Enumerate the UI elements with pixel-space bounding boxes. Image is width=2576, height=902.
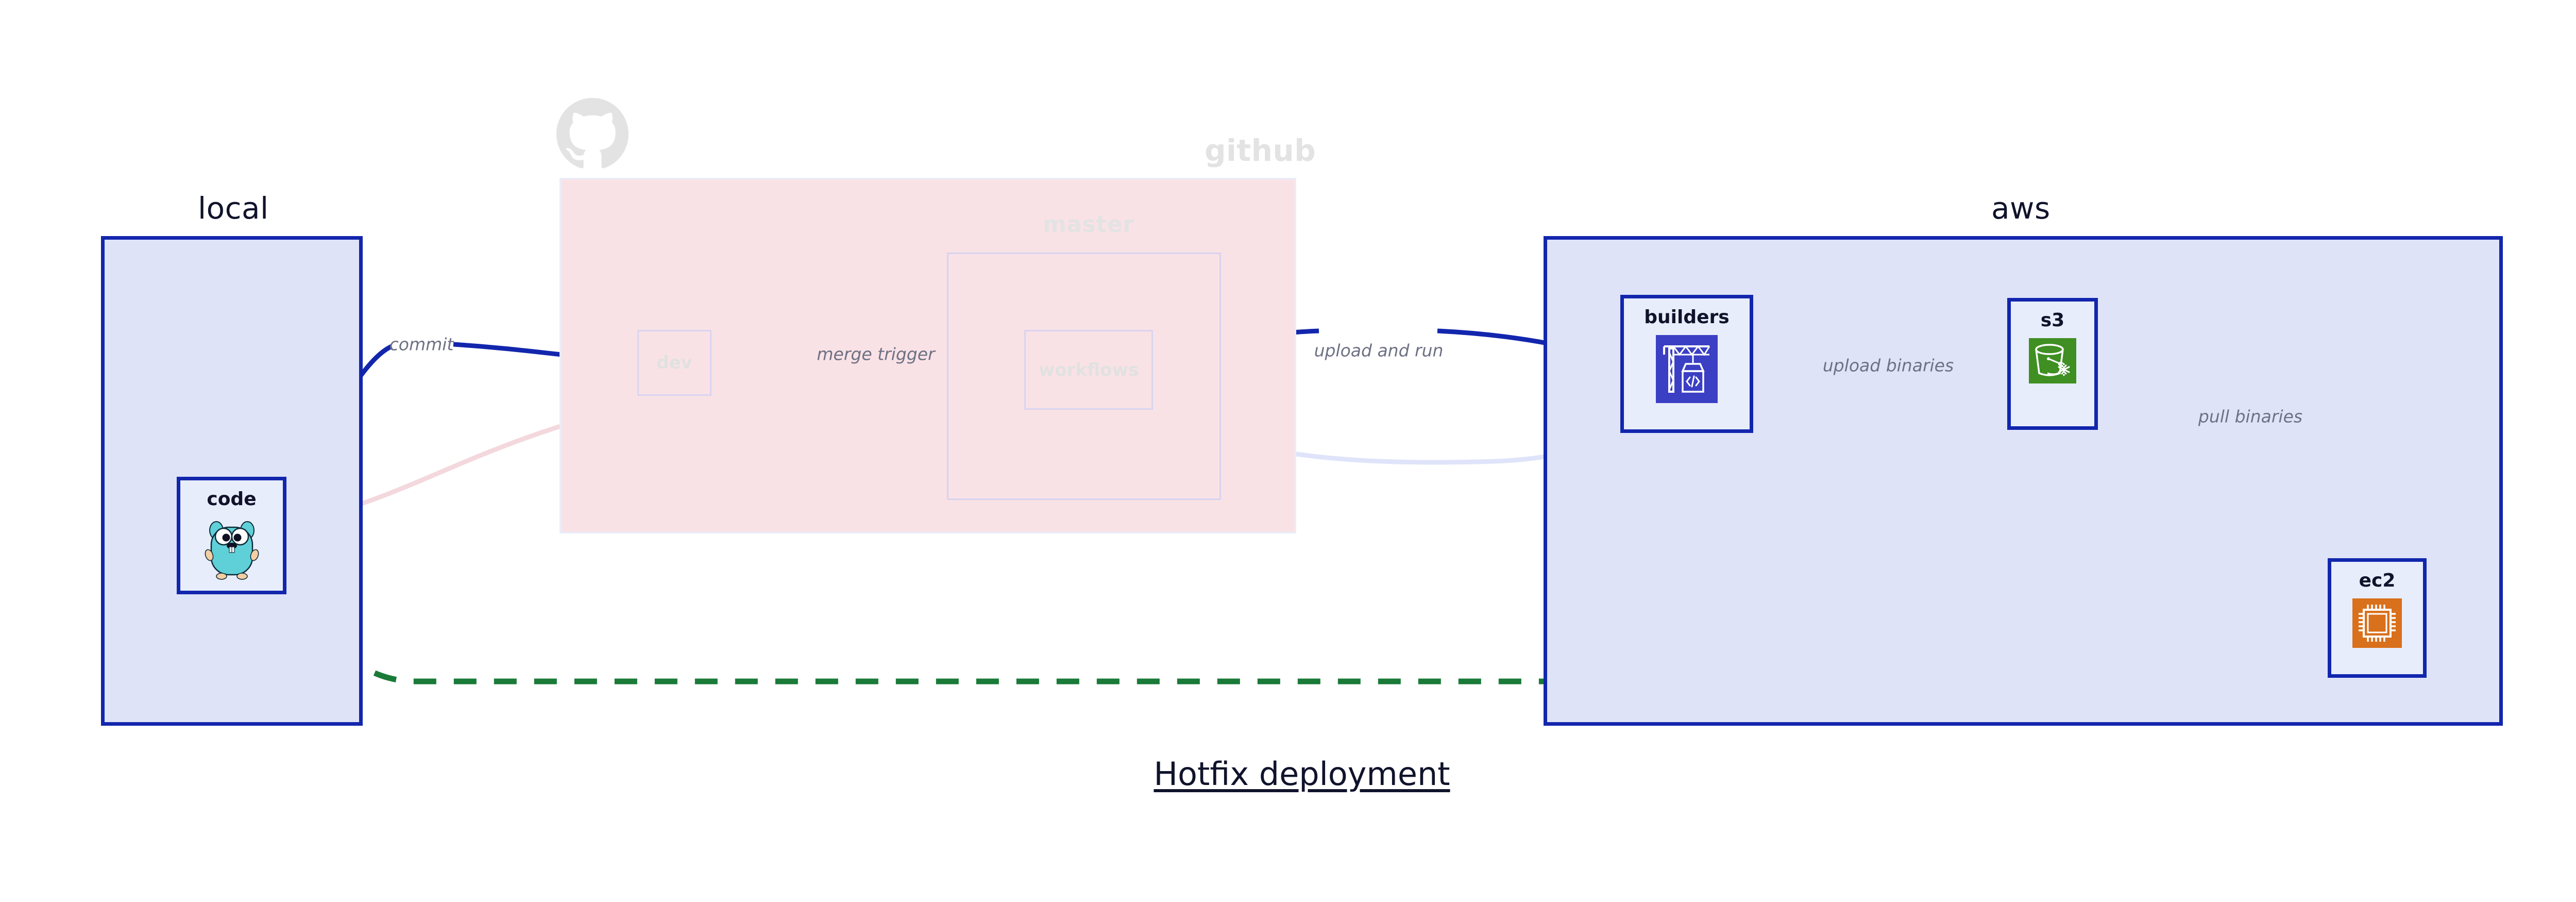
node-ec2-label: ec2 [2359,570,2396,591]
subgroup-master-title: master [1043,211,1134,238]
diagram-caption: Hotfix deployment [1154,755,1450,793]
node-builders[interactable]: builders [1620,295,1753,433]
group-github [560,178,1296,533]
group-github-title: github [1205,133,1316,168]
edge-label-commit: commit [389,334,454,355]
edge-label-upload-and-run: upload and run [1314,340,1444,361]
node-s3-label: s3 [2040,310,2065,331]
node-dev-label: dev [656,353,692,373]
go-gopher-icon [202,517,262,582]
aws-s3-glacier-icon [2029,338,2076,386]
edge-label-merge-trigger: merge trigger [817,344,935,364]
aws-codebuild-icon [1656,335,1718,405]
node-ec2[interactable]: ec2 [2328,558,2427,678]
subgroup-master [947,253,1221,500]
aws-ec2-icon [2352,598,2402,650]
node-workflows[interactable]: workflows [1024,330,1153,410]
edge-label-upload-binaries: upload binaries [1822,355,1954,376]
node-code[interactable]: code [177,477,286,594]
group-local-title: local [198,191,269,226]
github-octocat-icon [556,98,629,169]
node-dev[interactable]: dev [637,330,711,396]
node-builders-label: builders [1644,307,1730,328]
node-workflows-label: workflows [1038,359,1139,380]
group-aws-title: aws [1991,191,2050,226]
node-s3[interactable]: s3 [2007,298,2098,430]
node-code-label: code [207,489,257,510]
edge-label-pull-binaries: pull binaries [2198,406,2303,427]
